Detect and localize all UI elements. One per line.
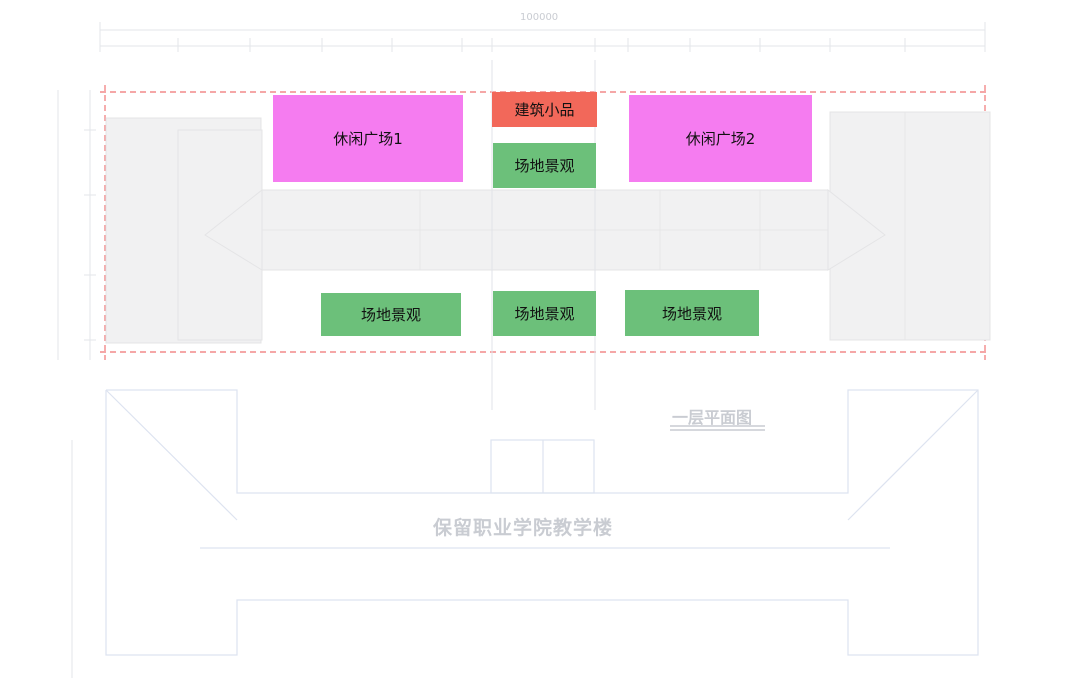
zone-leisure-plaza-2-label: 休闲广场2	[685, 130, 756, 148]
building-name-label: 保留职业学院教学楼	[433, 517, 614, 539]
zone-landscape-top-center[interactable]: 场地景观	[493, 143, 596, 188]
floor-plan-title: 一层平面图	[672, 408, 753, 427]
retained-building-outline	[105, 389, 979, 656]
dimension-lines	[57, 22, 986, 678]
zone-architectural-feature-label: 建筑小品	[514, 101, 575, 119]
zone-landscape-bottom-center-label: 场地景观	[514, 305, 575, 323]
overall-dimension-label: 100000	[520, 12, 559, 23]
zone-leisure-plaza-1[interactable]: 休闲广场1	[273, 95, 463, 182]
zone-landscape-bottom-center[interactable]: 场地景观	[493, 291, 596, 336]
zone-landscape-bottom-left[interactable]: 场地景观	[321, 293, 461, 336]
zone-landscape-bottom-left-label: 场地景观	[360, 306, 421, 324]
title-underline	[670, 425, 765, 431]
zone-leisure-plaza-2[interactable]: 休闲广场2	[629, 95, 812, 182]
zone-architectural-feature[interactable]: 建筑小品	[492, 92, 597, 127]
zone-landscape-top-center-label: 场地景观	[514, 157, 575, 175]
zone-landscape-bottom-right[interactable]: 场地景观	[625, 290, 759, 336]
zone-landscape-bottom-right-label: 场地景观	[661, 304, 722, 323]
building-blocks	[105, 111, 991, 344]
zone-leisure-plaza-1-label: 休闲广场1	[333, 130, 403, 148]
